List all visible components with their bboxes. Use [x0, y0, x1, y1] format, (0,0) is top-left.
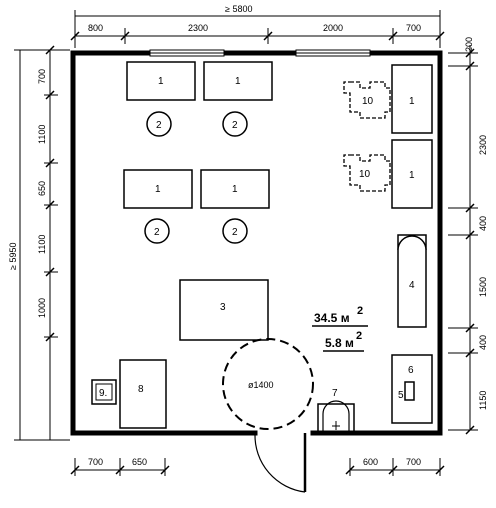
large-table [179, 279, 269, 341]
cabinet-rounded-top [397, 235, 427, 251]
walls [70, 50, 443, 436]
dim-top-1: 800 [88, 23, 103, 33]
label-chair-2: 2 [232, 120, 238, 131]
dim-bottom-left-2: 650 [132, 457, 147, 467]
table-2 [203, 61, 273, 101]
dim-left-4: 1100 [37, 235, 47, 254]
dim-right-4: 400 [478, 335, 488, 350]
table-4 [200, 169, 270, 209]
label-chair-4: 2 [232, 227, 238, 238]
turning-circle-label: ø1400 [248, 380, 274, 390]
label-cabinet: 4 [409, 280, 415, 291]
dim-bottom-right-2: 700 [406, 457, 421, 467]
dim-left-5: 1000 [37, 298, 47, 318]
label-table-4: 1 [232, 184, 238, 195]
rack-1 [343, 81, 391, 119]
label-large-table: 3 [220, 302, 226, 313]
chair-4 [222, 218, 248, 244]
chair-2 [222, 111, 248, 137]
dim-left-3: 650 [37, 181, 47, 196]
label-unit-6: 6 [408, 365, 414, 376]
dim-top-4: 700 [406, 23, 421, 33]
dim-top-2: 2300 [188, 23, 208, 33]
dimension-lines [14, 10, 478, 476]
label-sink: 7 [332, 388, 338, 399]
label-table-5: 1 [409, 96, 415, 107]
table-3 [123, 169, 193, 209]
label-table-6: 1 [409, 170, 415, 181]
dim-bottom-right-1: 600 [363, 457, 378, 467]
rack-2 [343, 154, 391, 192]
table-1 [126, 61, 196, 101]
table-5 [391, 64, 433, 134]
chair-3 [144, 218, 170, 244]
label-stand: 5 [398, 390, 404, 401]
label-desk: 8 [138, 384, 144, 395]
dim-top-3: 2000 [323, 23, 343, 33]
label-rack-2: 10 [359, 169, 371, 180]
label-table-2: 1 [235, 76, 241, 87]
item-9-inner [95, 383, 113, 401]
table-6 [391, 139, 433, 209]
secondary-area-value: 5.8 м [325, 336, 354, 350]
dim-bottom-left-1: 700 [88, 457, 103, 467]
dim-left-2: 1100 [37, 125, 47, 144]
item-9 [91, 379, 117, 405]
stand [404, 381, 415, 401]
entrance-door [254, 433, 307, 493]
label-table-3: 1 [155, 184, 161, 195]
dim-right-3: 1500 [478, 277, 488, 297]
label-rack-1: 10 [362, 96, 374, 107]
chair-1 [146, 111, 172, 137]
dim-left-1: 700 [37, 69, 47, 84]
unit-6 [391, 354, 433, 424]
dim-right-1: 2300 [478, 135, 488, 155]
sink-basin [322, 400, 350, 432]
sink [317, 403, 355, 433]
dim-total-width: ≥ 5800 [225, 4, 252, 14]
dim-right-5: 1150 [478, 391, 488, 410]
label-chair-3: 2 [154, 227, 160, 238]
main-area-exponent: 2 [357, 305, 363, 317]
dim-total-depth: ≥ 5950 [8, 243, 18, 270]
windows [149, 49, 371, 57]
label-chair-1: 2 [156, 120, 162, 131]
cabinet [397, 234, 427, 328]
label-item-9: 9. [99, 388, 107, 399]
desk [119, 359, 167, 429]
dim-top-right: 200 [464, 37, 474, 52]
label-table-1: 1 [158, 76, 164, 87]
main-area-value: 34.5 м [314, 311, 350, 325]
secondary-area-exponent: 2 [356, 330, 362, 342]
dim-right-2: 400 [478, 216, 488, 231]
